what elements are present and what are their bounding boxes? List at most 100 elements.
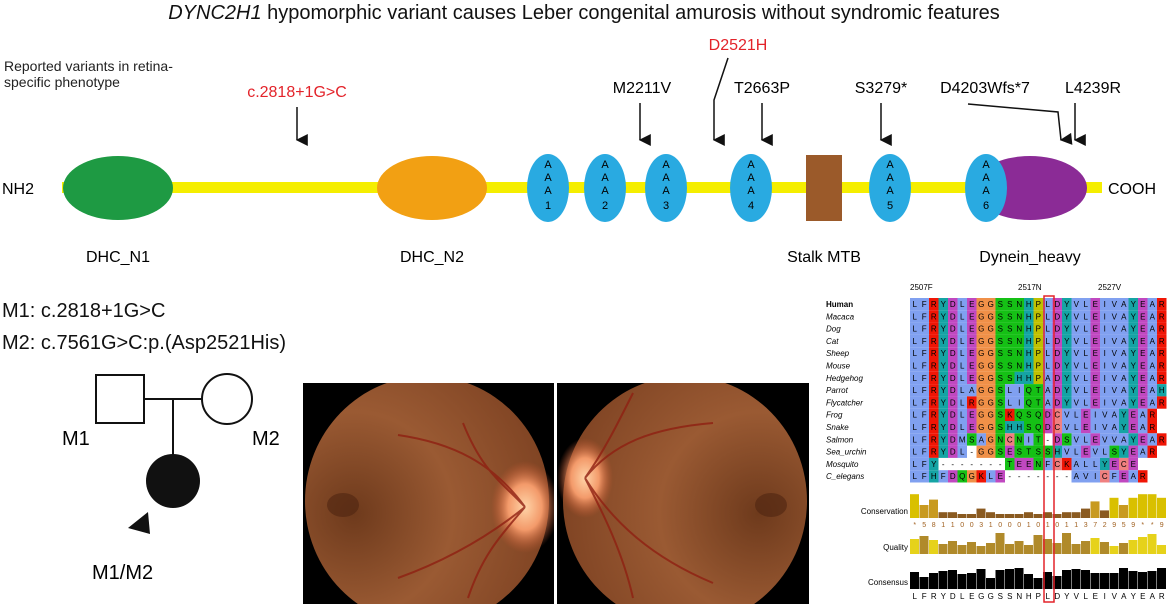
residue-letter: E <box>1140 362 1145 371</box>
residue-cell <box>957 408 967 421</box>
residue-letter: E <box>969 411 974 420</box>
residue-letter: Y <box>941 435 947 444</box>
conservation-bar <box>976 508 986 518</box>
residue-letter: V <box>1112 374 1118 383</box>
residue-letter: V <box>1074 398 1080 407</box>
residue-letter: I <box>1104 349 1106 358</box>
residue-cell <box>1138 445 1148 458</box>
quality-label: Quality <box>883 543 908 552</box>
residue-cell <box>1062 347 1072 360</box>
residue-letter: A <box>1150 349 1156 358</box>
residue-cell <box>1024 359 1034 372</box>
residue-cell <box>1052 421 1062 434</box>
consensus-letter: Y <box>941 592 947 601</box>
quality-bar <box>1014 541 1024 554</box>
residue-cell <box>1043 347 1053 360</box>
residue-letter: I <box>1094 423 1096 432</box>
residue-cell <box>1138 298 1148 311</box>
residue-cell <box>986 359 996 372</box>
residue-cell <box>1071 445 1081 458</box>
residue-letter: L <box>1084 362 1089 371</box>
residue-letter: L <box>1074 423 1079 432</box>
residue-letter: E <box>1131 460 1136 469</box>
residue-letter: L <box>960 411 965 420</box>
conservation-digit: 1 <box>941 522 945 529</box>
residue-letter: L <box>1084 325 1089 334</box>
residue-cell <box>1005 408 1015 421</box>
consensus-letter: S <box>1007 592 1012 601</box>
quality-bar <box>1138 537 1147 554</box>
residue-cell <box>1119 334 1129 348</box>
residue-letter: L <box>1046 362 1051 371</box>
residue-letter: E <box>1140 337 1145 346</box>
residue-cell <box>1043 298 1053 311</box>
svg-text:6: 6 <box>983 200 989 212</box>
conservation-digit: 0 <box>998 522 1002 529</box>
residue-letter: Y <box>1121 448 1127 457</box>
residue-cell <box>1109 445 1119 458</box>
residue-cell <box>1052 298 1062 311</box>
aaa-domain-5: A A A 5 <box>869 154 911 222</box>
residue-letter: R <box>931 423 937 432</box>
residue-cell <box>929 445 939 458</box>
residue-letter: F <box>922 312 927 321</box>
residue-cell <box>938 408 948 421</box>
residue-cell <box>1071 322 1081 335</box>
residue-cell <box>1128 470 1138 483</box>
residue-letter: V <box>1112 349 1118 358</box>
residue-cell <box>919 421 929 434</box>
residue-letter: L <box>913 337 918 346</box>
residue-cell <box>1062 445 1072 458</box>
conservation-digit: 8 <box>932 522 936 529</box>
residue-letter: Y <box>1064 362 1070 371</box>
residue-cell <box>1024 421 1034 434</box>
residue-cell <box>1128 408 1138 421</box>
svg-text:A: A <box>747 172 755 184</box>
residue-letter: H <box>1026 349 1032 358</box>
residue-letter: D <box>950 349 956 358</box>
residue-letter: S <box>998 300 1003 309</box>
residue-cell <box>957 421 967 434</box>
residue-letter: A <box>1112 423 1118 432</box>
residue-letter: F <box>922 411 927 420</box>
conservation-digit: 1 <box>1065 522 1069 529</box>
residue-cell <box>948 470 958 483</box>
residue-letter: E <box>1140 374 1145 383</box>
highlight-column-box <box>1043 295 1055 603</box>
residue-cell <box>1071 457 1081 471</box>
consensus-bar <box>967 573 976 589</box>
consensus-letter: R <box>931 592 937 601</box>
conservation-digit: * <box>913 522 916 529</box>
residue-letter: D <box>1054 386 1060 395</box>
residue-letter: R <box>931 448 937 457</box>
residue-letter: E <box>1093 362 1098 371</box>
consensus-bar <box>1100 573 1109 589</box>
residue-letter: E <box>1140 325 1145 334</box>
residue-cell <box>1033 310 1043 323</box>
consensus-bar <box>1147 571 1157 589</box>
residue-cell <box>1090 384 1100 397</box>
residue-letter: V <box>1074 362 1080 371</box>
residue-cell <box>1119 470 1129 483</box>
residue-cell <box>1062 298 1072 311</box>
residue-cell <box>1024 384 1034 397</box>
svg-text:A: A <box>662 159 670 171</box>
residue-letter: E <box>1140 312 1145 321</box>
residue-letter: L <box>913 398 918 407</box>
conservation-bar <box>948 512 957 518</box>
residue-letter: S <box>1007 362 1012 371</box>
residue-cell <box>1147 347 1157 360</box>
residue-letter: Y <box>1131 337 1137 346</box>
residue-cell <box>1024 298 1034 311</box>
residue-cell <box>1071 421 1081 434</box>
residue-cell <box>1109 396 1119 409</box>
residue-cell <box>1109 470 1119 483</box>
residue-cell <box>1024 347 1034 360</box>
residue-letter: H <box>1026 337 1032 346</box>
residue-letter: L <box>1084 374 1089 383</box>
residue-cell <box>948 359 958 372</box>
conservation-digit: 1 <box>1046 522 1050 529</box>
residue-letter: G <box>988 386 994 395</box>
residue-letter: R <box>931 337 937 346</box>
residue-cell <box>1100 384 1110 397</box>
